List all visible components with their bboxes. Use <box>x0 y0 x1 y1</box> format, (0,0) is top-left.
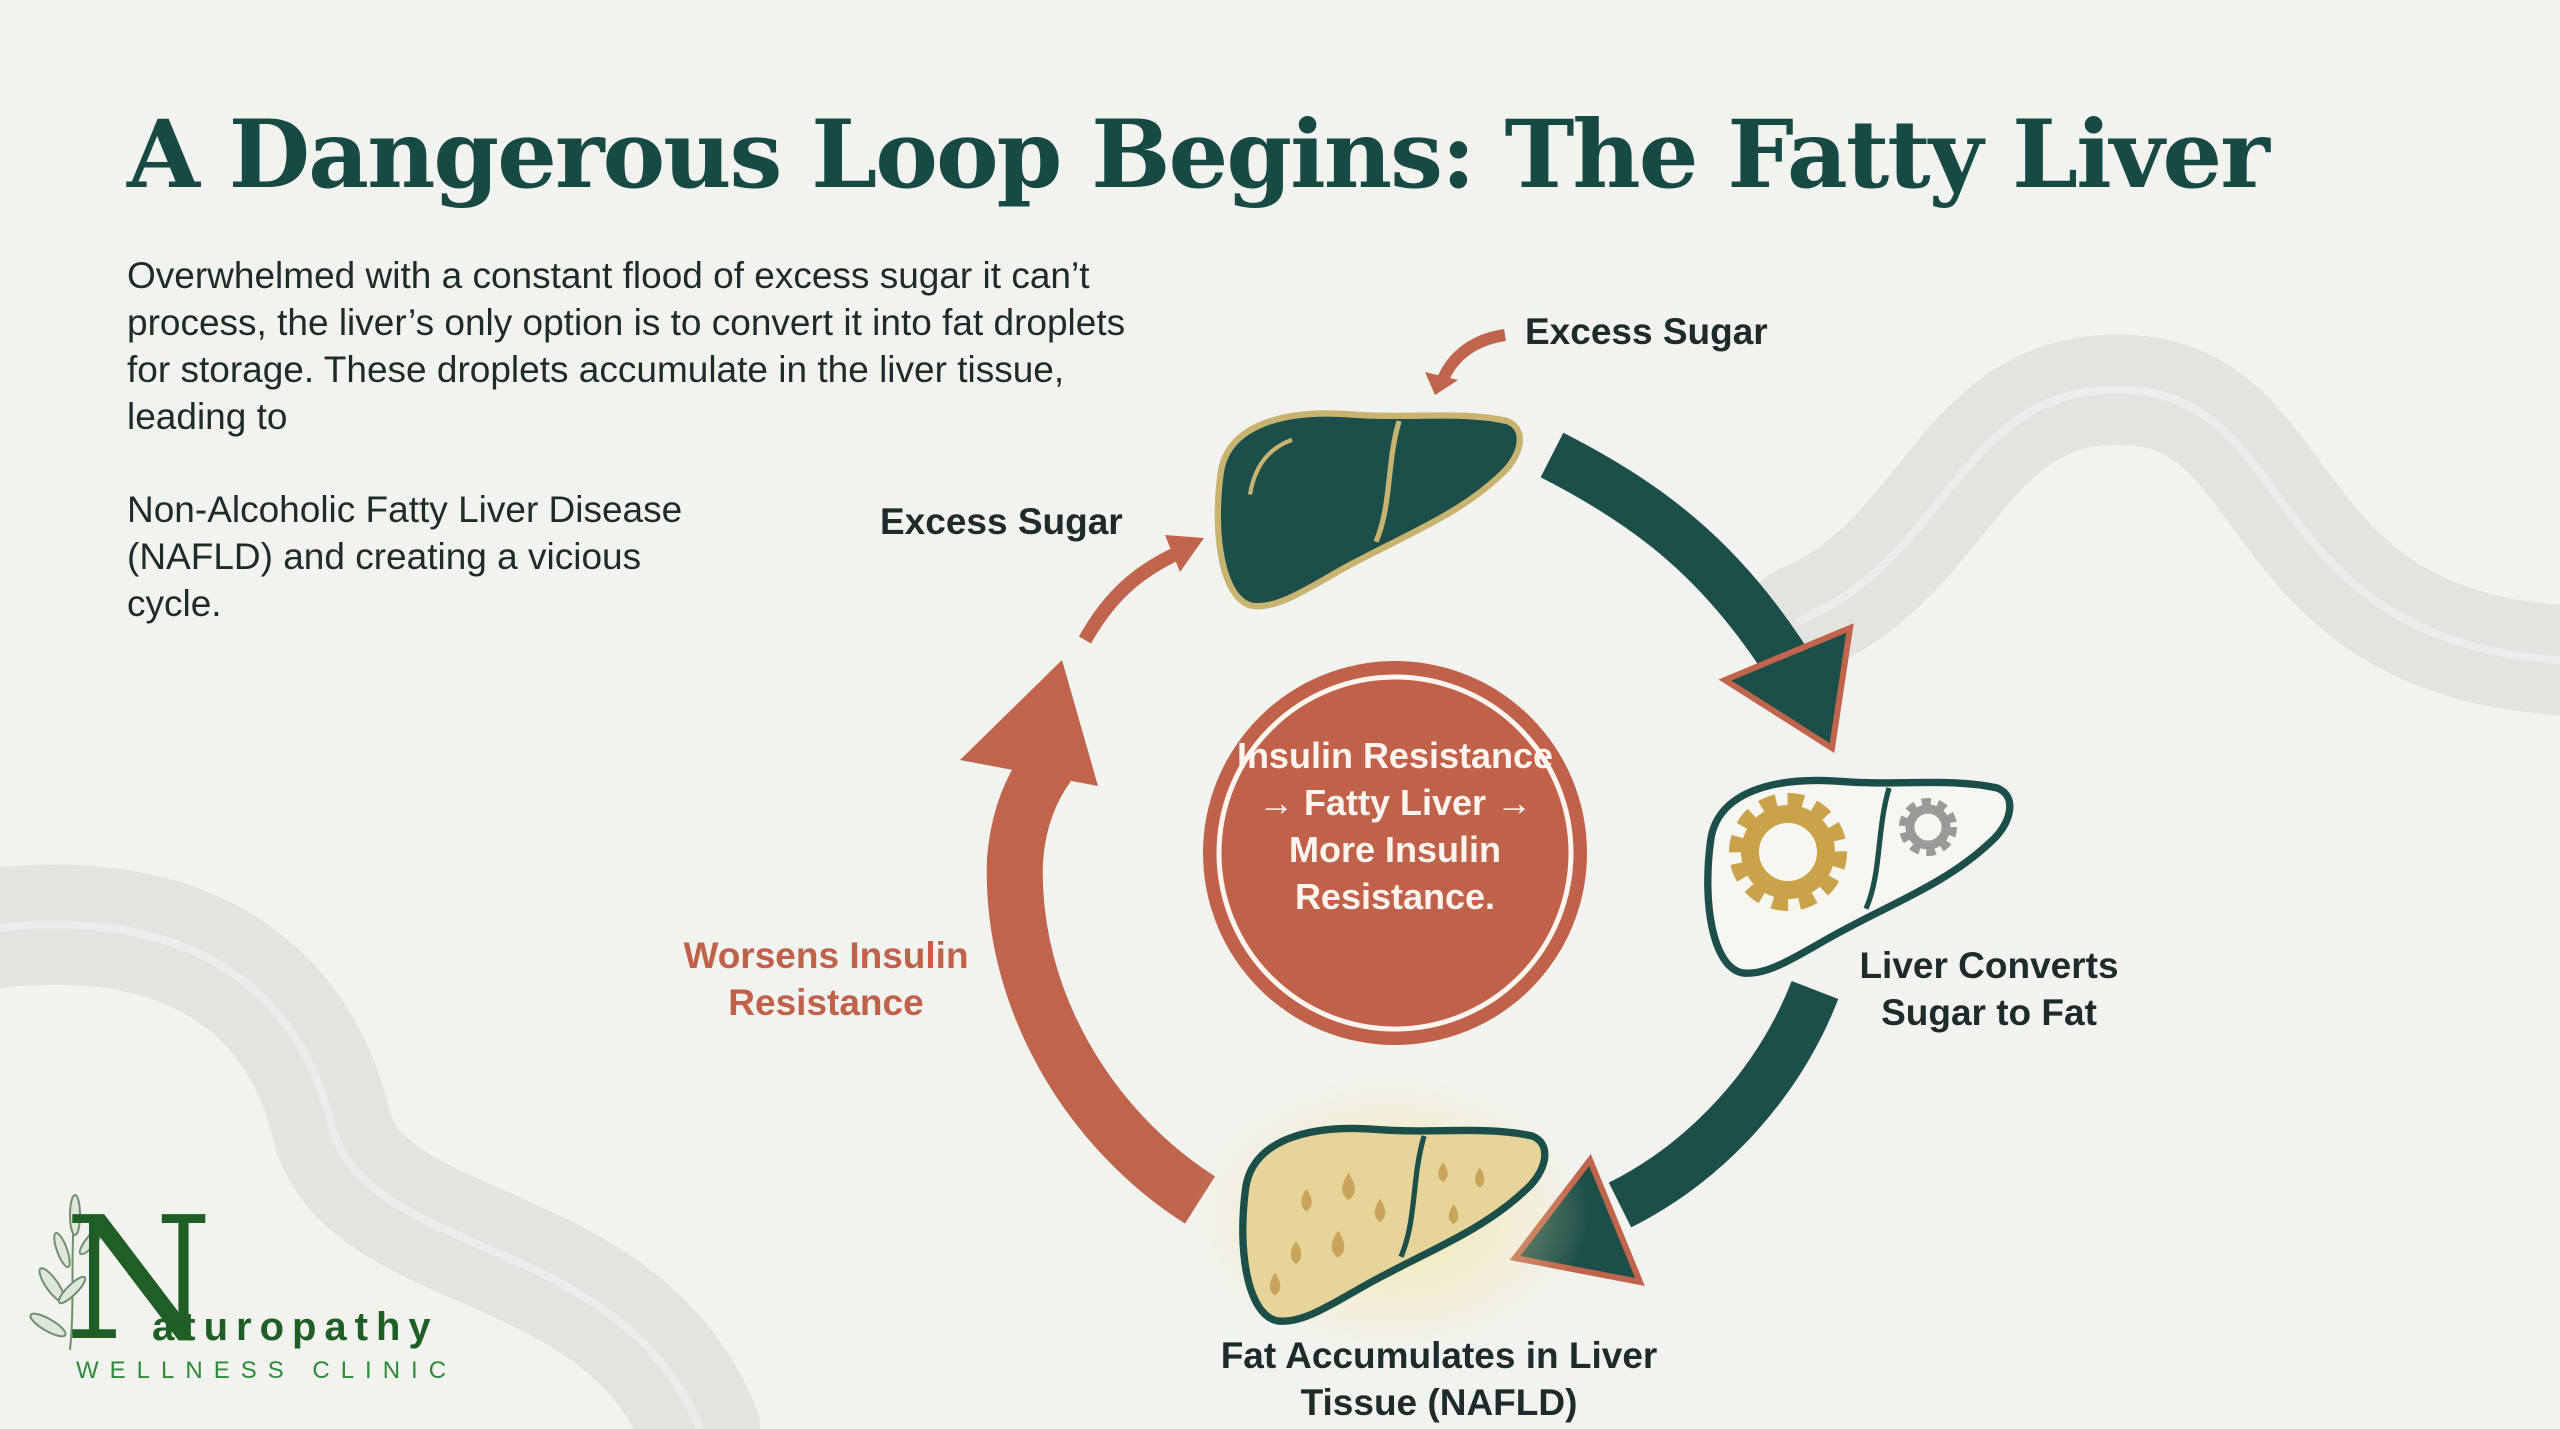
fat-droplets <box>1269 1162 1485 1296</box>
label-line: Liver Converts <box>1859 945 2119 986</box>
gear-icon-large <box>1729 793 1847 911</box>
label-excess-sugar-left: Excess Sugar <box>880 501 1123 542</box>
liver-icon-fatty <box>1243 1128 1545 1321</box>
label-liver-converts: Liver Converts Sugar to Fat <box>1859 942 2118 1036</box>
label-line: Worsens Insulin <box>683 935 969 976</box>
liver-icon-converting <box>1708 780 2010 973</box>
arrow-worsens-resistance <box>960 660 1216 1224</box>
label-fat-accumulates: Fat Accumulates in Liver Tissue (NAFLD) <box>1221 1332 1658 1426</box>
logo-leaf-branch <box>29 1194 106 1351</box>
arrow-excess-sugar-top <box>1425 329 1507 395</box>
label-line: Sugar to Fat <box>1881 992 2097 1033</box>
liver-icon-healthy <box>1218 413 1520 606</box>
logo-subtitle: WELLNESS CLINIC <box>76 1357 458 1384</box>
label-line: Resistance <box>728 982 924 1023</box>
intro-paragraph: Overwhelmed with a constant flood of exc… <box>127 255 1126 437</box>
label-worsens-resistance: Worsens Insulin Resistance <box>683 932 968 1026</box>
page-title: A Dangerous Loop Begins: The Fatty Liver <box>127 100 2270 210</box>
label-line: Tissue (NAFLD) <box>1300 1382 1578 1423</box>
background-road-right <box>1745 334 2560 715</box>
gear-icon-small <box>1899 798 1957 856</box>
background-road-left <box>0 864 760 1429</box>
arrow-sugar-to-convert <box>1540 432 1854 754</box>
center-cycle-text: Insulin Resistance → Fatty Liver → More … <box>1236 735 1554 917</box>
logo-name: aturopathy <box>152 1305 439 1349</box>
center-circle <box>1203 661 1587 1045</box>
logo-initial: N <box>64 1181 213 1379</box>
label-excess-sugar-top: Excess Sugar <box>1525 311 1768 352</box>
nafld-paragraph: Non-Alcoholic Fatty Liver Disease (NAFLD… <box>127 489 683 624</box>
arrow-excess-sugar-left <box>1078 535 1204 644</box>
label-line: Fat Accumulates in Liver <box>1220 1335 1658 1376</box>
